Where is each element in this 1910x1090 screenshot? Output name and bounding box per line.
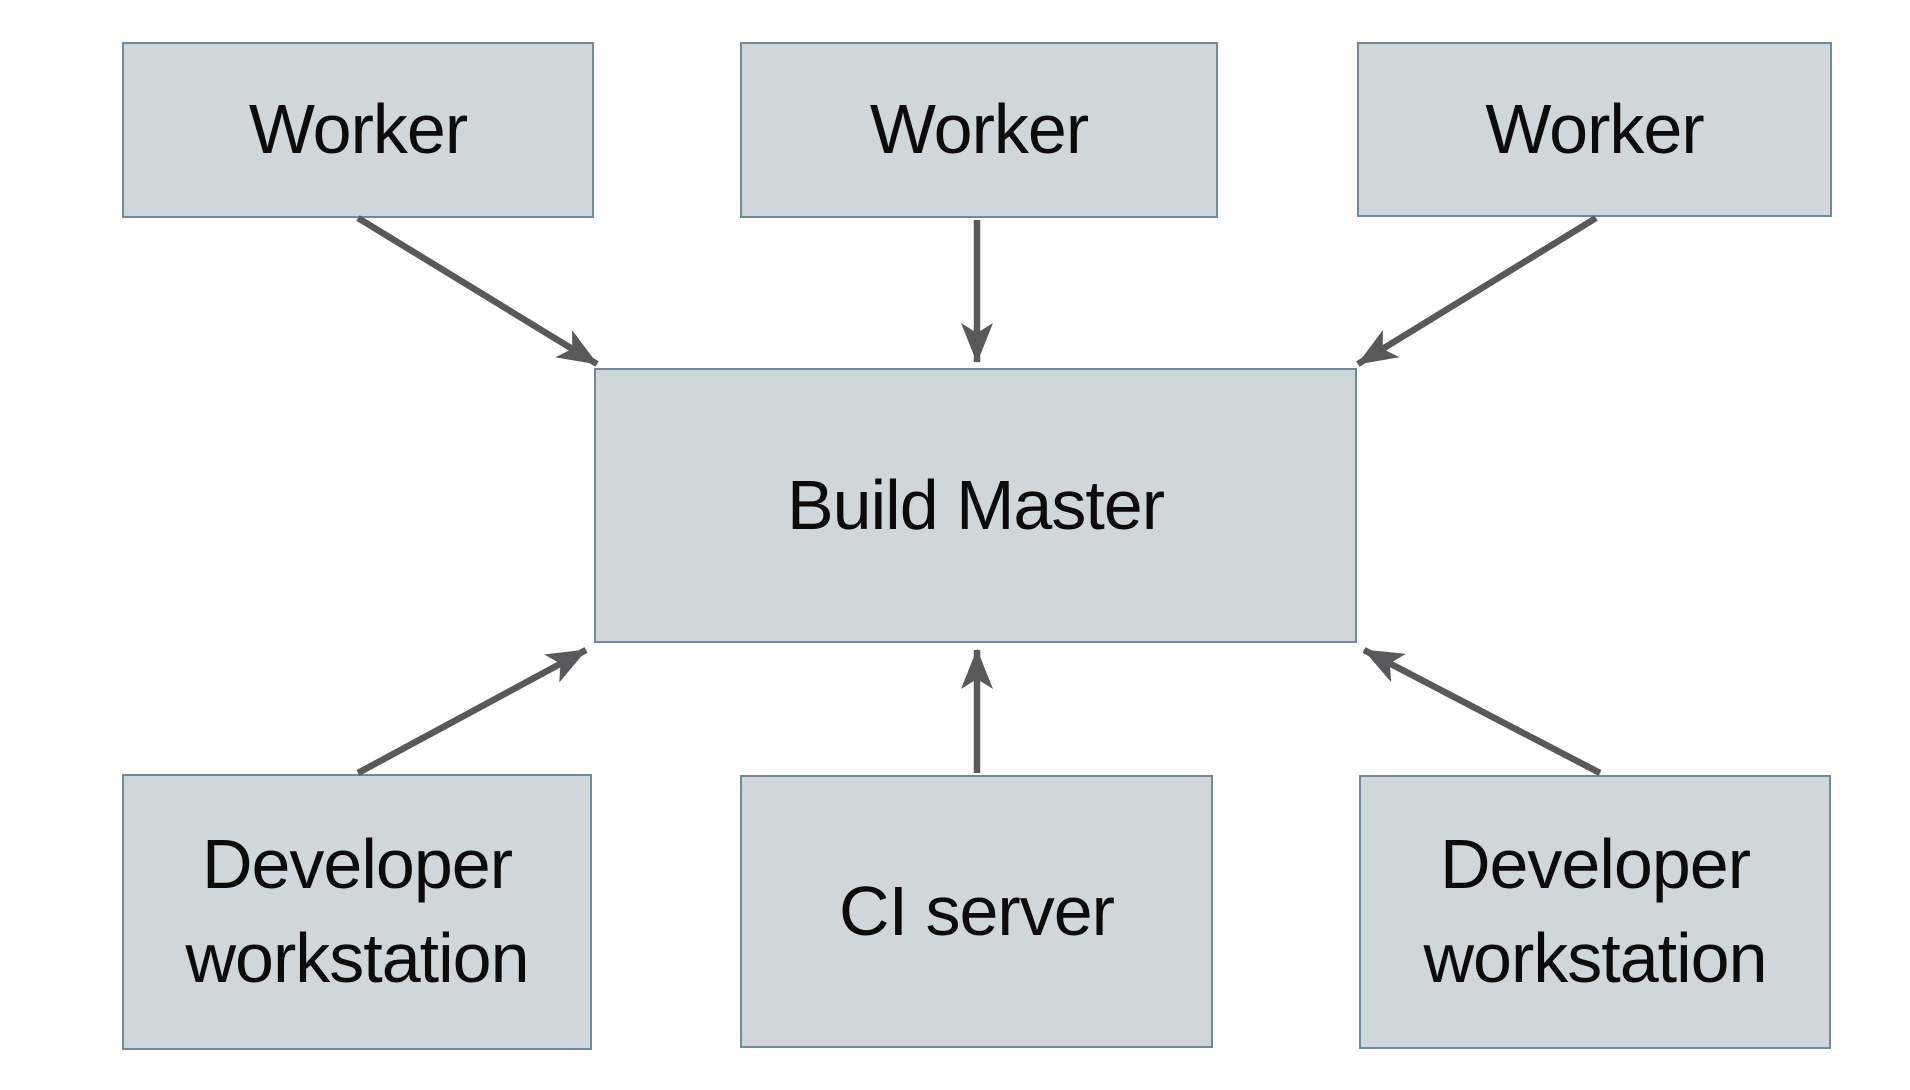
node-label: Worker — [248, 83, 468, 177]
node-label-line: Worker — [1485, 89, 1704, 168]
node-label-line: CI server — [839, 871, 1115, 950]
node-label-line: Build Master — [786, 465, 1165, 544]
arrow-developer-workstation-right-to-build-master — [1362, 647, 1602, 776]
node-label-line: Developer — [1439, 825, 1751, 904]
node-worker-1: Worker — [122, 42, 594, 218]
node-label: Developer workstation — [1423, 818, 1767, 1006]
arrow-worker-3-to-build-master — [1356, 215, 1598, 367]
node-label: Developer workstation — [185, 818, 529, 1006]
node-label: Worker — [1485, 83, 1704, 177]
node-label: Build Master — [786, 459, 1165, 553]
node-label-line: workstation — [1423, 919, 1767, 997]
node-ci-server: CI server — [740, 775, 1213, 1048]
node-label-line: Worker — [869, 90, 1089, 169]
node-worker-2: Worker — [740, 42, 1218, 218]
node-label-line: Worker — [248, 90, 468, 169]
node-developer-workstation-left: Developer workstation — [122, 774, 592, 1050]
node-label-line: workstation — [185, 919, 529, 997]
node-label: Worker — [869, 83, 1089, 177]
node-worker-3: Worker — [1357, 42, 1832, 217]
node-label: CI server — [839, 865, 1115, 959]
arrow-worker-1-to-build-master — [356, 215, 599, 367]
arrow-developer-workstation-left-to-build-master — [356, 647, 588, 776]
node-developer-workstation-right: Developer workstation — [1359, 775, 1831, 1049]
node-label-line: Developer — [201, 825, 513, 904]
node-build-master: Build Master — [594, 368, 1357, 643]
